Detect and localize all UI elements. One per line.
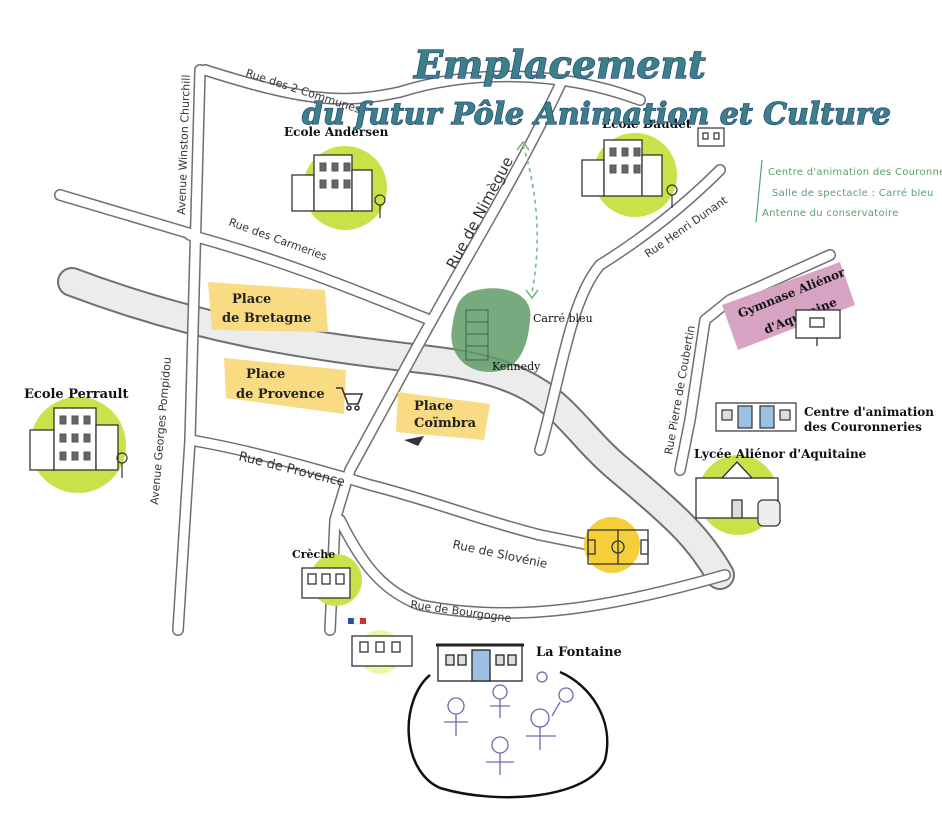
ecole-andersen: Ecole Andersen (284, 125, 389, 230)
football-pitch-icon (587, 529, 649, 565)
location-pointer-line (522, 144, 538, 293)
map-title: Emplacement du futur Pôle Animation et C… (301, 41, 891, 132)
children-icon (116, 452, 128, 478)
children-icon (374, 194, 386, 218)
kennedy-building-icon (465, 309, 489, 361)
shopping-cart-icon (336, 387, 364, 411)
place-bretagne: Place de Bretagne (208, 282, 328, 332)
facilities-item-3: Antenne du conservatoire (762, 208, 899, 219)
street-name-nimegue: Rue de Nimègue (443, 154, 517, 272)
centre-building-icon (715, 402, 797, 432)
la-fontaine-label: La Fontaine (536, 645, 622, 660)
place-bretagne-line1: Place (232, 292, 271, 307)
lycee: Lycée Aliénor d'Aquitaine (694, 447, 867, 535)
school-building-icon (351, 635, 413, 667)
children-icon (444, 671, 574, 775)
secondary-streets-fill (55, 65, 835, 635)
creche: Crèche (292, 548, 362, 606)
project-zone: Carré bleu Kennedy (451, 140, 593, 373)
facilities-item-1: Centre d'animation des Couronneries (768, 167, 942, 178)
basketball-hoop-icon (795, 309, 841, 346)
street-name-bourgogne: Rue de Bourgogne (410, 598, 513, 625)
ecole-daudet-label: Ecole Daudet (602, 117, 692, 131)
centre-label-line2: des Couronneries (804, 420, 922, 434)
post-office-icon (404, 436, 424, 446)
children-icon (666, 184, 678, 208)
facilities-list: Centre d'animation des Couronneries Sall… (755, 159, 942, 223)
place-bretagne-line2: de Bretagne (222, 311, 311, 326)
place-provence-line2: de Provence (236, 387, 325, 402)
ecole-perrault: Ecole Perrault (24, 387, 128, 493)
small-school (348, 617, 413, 674)
playground-outline (407, 670, 609, 799)
la-fontaine: La Fontaine (407, 643, 622, 799)
ecole-daudet: Ecole Daudet (581, 117, 725, 217)
street-name-winston: Avenue Winston Churchill (175, 74, 193, 215)
lycee-label: Lycée Aliénor d'Aquitaine (694, 447, 867, 461)
flag-icon (348, 617, 366, 625)
backpack-icon (757, 499, 781, 527)
ecole-andersen-label: Ecole Andersen (284, 125, 389, 139)
carre-bleu-label: Carré bleu (533, 312, 593, 325)
centre-label-line1: Centre d'animation (804, 405, 934, 419)
football-field (584, 517, 649, 573)
place-coimbra-line2: Coïmbra (414, 416, 477, 431)
ecole-perrault-label: Ecole Perrault (24, 387, 128, 402)
creche-label: Crèche (292, 548, 335, 561)
street-name-pompidou: Avenue Georges Pompidou (148, 357, 174, 506)
place-coimbra-line1: Place (414, 399, 453, 414)
arrow-down-icon (525, 289, 539, 300)
title-line2: du futur Pôle Animation et Culture (302, 97, 891, 132)
road-network (54, 64, 836, 636)
building-icon (697, 127, 725, 147)
place-provence: Place de Provence (224, 358, 364, 414)
la-fontaine-building-icon (436, 643, 524, 682)
place-coimbra: Place Coïmbra (396, 392, 490, 446)
creche-building-icon (301, 567, 351, 599)
title-line1: Emplacement (413, 42, 706, 87)
high-school-building-icon (695, 461, 779, 519)
centre-animation: Centre d'animation des Couronneries (715, 402, 934, 434)
arrow-up-icon (516, 140, 530, 151)
facilities-item-2: Salle de spectacle : Carré bleu (772, 187, 934, 199)
street-name-slovenie: Rue de Slovénie (451, 537, 548, 571)
kennedy-label: Kennedy (492, 360, 541, 373)
place-provence-line1: Place (246, 367, 285, 382)
